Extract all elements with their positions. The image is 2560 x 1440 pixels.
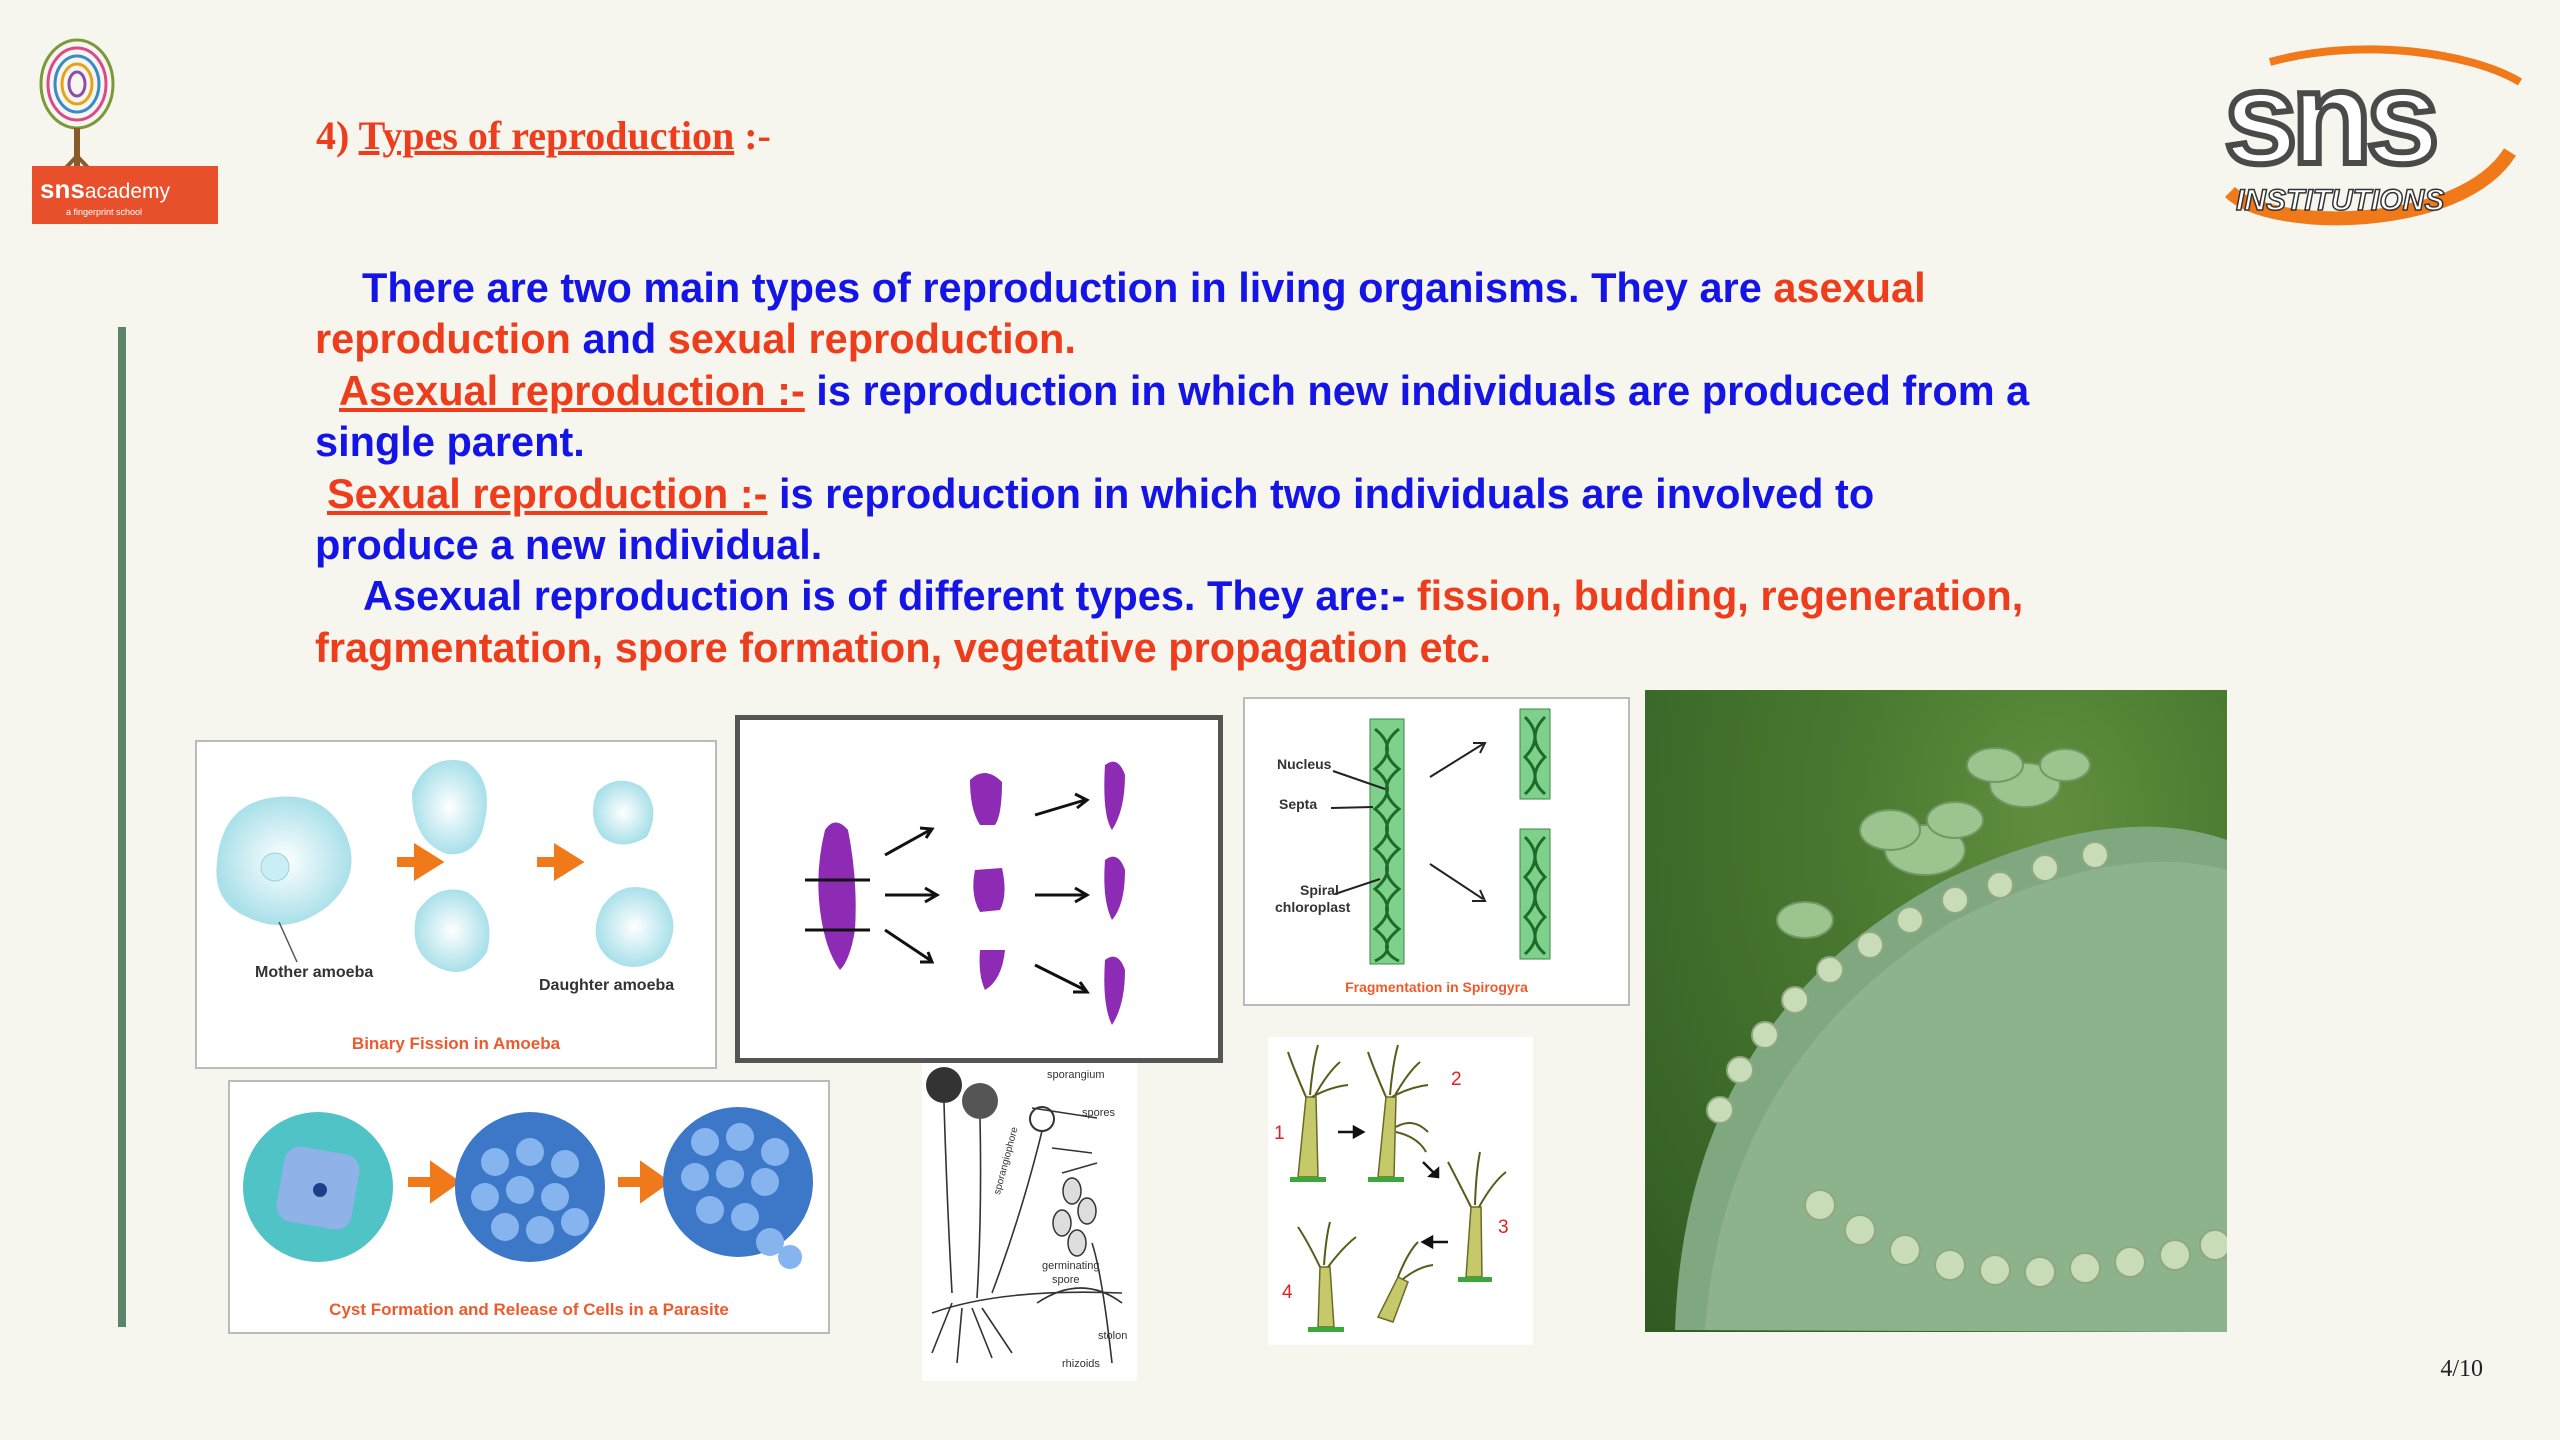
bryophyllum-leaf-photo <box>1645 690 2227 1332</box>
heading-suffix: :- <box>734 113 771 158</box>
rhizopus-sporangium-label: sporangium <box>1047 1069 1105 1081</box>
sns-swoosh-icon <box>2225 45 2523 226</box>
heading-title: Types of reproduction <box>358 113 735 158</box>
rhizopus-stolon-label: stolon <box>1098 1330 1128 1342</box>
left-accent-bar <box>118 327 126 1327</box>
slide-heading: 4) Types of reproduction :- <box>316 112 771 159</box>
rhizopus-spores-label: spores <box>1082 1107 1116 1119</box>
asexual-term: Asexual reproduction :- <box>339 366 805 414</box>
rhizopus-diagram <box>926 1067 1123 1364</box>
text-l7b: fission, budding, regeneration, <box>1416 572 2024 620</box>
planaria-regeneration-figure <box>735 715 1223 1063</box>
amoeba-caption: Binary Fission in Amoeba <box>351 1034 561 1053</box>
spirogyra-chloroplast-label: chloroplast <box>1275 899 1351 915</box>
spirogyra-caption: Fragmentation in Spirogyra <box>1345 979 1528 995</box>
sns-institutions-logo: sns INSTITUTIONS <box>2210 42 2530 238</box>
text-l2a: reproduction <box>315 315 571 363</box>
rhizopus-spore-label: spore <box>1052 1274 1080 1286</box>
page-number: 4/10 <box>2440 1356 2483 1382</box>
logo-left-tagline: a fingerprint school <box>66 207 143 217</box>
hydra-num-4: 4 <box>1282 1282 1293 1303</box>
text-l1a: There are two main types of reproduction… <box>362 264 1774 311</box>
logo-right-brand: sns <box>2221 44 2442 191</box>
rhizopus-rhizoids-label: rhizoids <box>1062 1358 1100 1370</box>
spirogyra-septa-label: Septa <box>1279 796 1318 812</box>
heading-number: 4) <box>316 113 350 158</box>
text-l2c: sexual reproduction. <box>667 315 1076 363</box>
logo-left-word: academy <box>84 180 171 203</box>
cyst-formation-figure: Cyst Formation and Release of Cells in a… <box>228 1080 830 1334</box>
amoeba-daughter-label: Daughter amoeba <box>539 977 675 994</box>
logo-right-word: INSTITUTIONS <box>2235 183 2445 218</box>
text-l7a: Asexual reproduction is of different typ… <box>363 572 1417 620</box>
cyst-diagram <box>243 1107 813 1269</box>
sns-academy-logo: snsacademy a fingerprint school <box>30 26 220 226</box>
rhizopus-spore-figure: sporangium spores sporangiophore germina… <box>922 1063 1137 1381</box>
amoeba-fission-figure: Mother amoeba Daughter amoeba Binary Fis… <box>195 740 717 1069</box>
spirogyra-fragmentation-figure: Nucleus Septa Spiral chloroplast Fragmen… <box>1243 697 1630 1006</box>
hydra-num-3: 3 <box>1498 1217 1509 1238</box>
hydra-diagram <box>1287 1044 1507 1332</box>
hydra-budding-figure: 1 2 3 4 <box>1268 1037 1533 1345</box>
text-l2b: and <box>570 315 668 363</box>
amoeba-diagram <box>216 760 674 972</box>
text-l8: fragmentation, spore formation, vegetati… <box>315 623 1492 671</box>
planaria-diagram <box>805 761 1125 1025</box>
spirogyra-spiral-label: Spiral <box>1300 882 1339 898</box>
sexual-term: Sexual reproduction :- <box>327 469 768 517</box>
cyst-caption: Cyst Formation and Release of Cells in a… <box>329 1300 729 1319</box>
rhizopus-germinating-label: germinating <box>1042 1260 1100 1272</box>
body-paragraph: There are two main types of reproduction… <box>315 262 2175 673</box>
hydra-num-2: 2 <box>1451 1069 1462 1090</box>
amoeba-mother-label: Mother amoeba <box>255 964 374 981</box>
logo-left-brand: sns <box>40 174 85 204</box>
text-l5b: is reproduction in which two individuals… <box>767 469 1875 517</box>
fingerprint-tree-icon <box>32 38 218 224</box>
spirogyra-nucleus-label: Nucleus <box>1277 756 1332 772</box>
text-l3b: is reproduction in which new individuals… <box>804 366 2030 414</box>
leaf-illustration <box>1675 747 2227 1332</box>
text-l4: single parent. <box>315 418 585 466</box>
hydra-num-1: 1 <box>1274 1123 1285 1144</box>
text-l1b: asexual <box>1773 264 1926 311</box>
spirogyra-diagram <box>1330 708 1551 965</box>
text-l6: produce a new individual. <box>315 521 823 569</box>
